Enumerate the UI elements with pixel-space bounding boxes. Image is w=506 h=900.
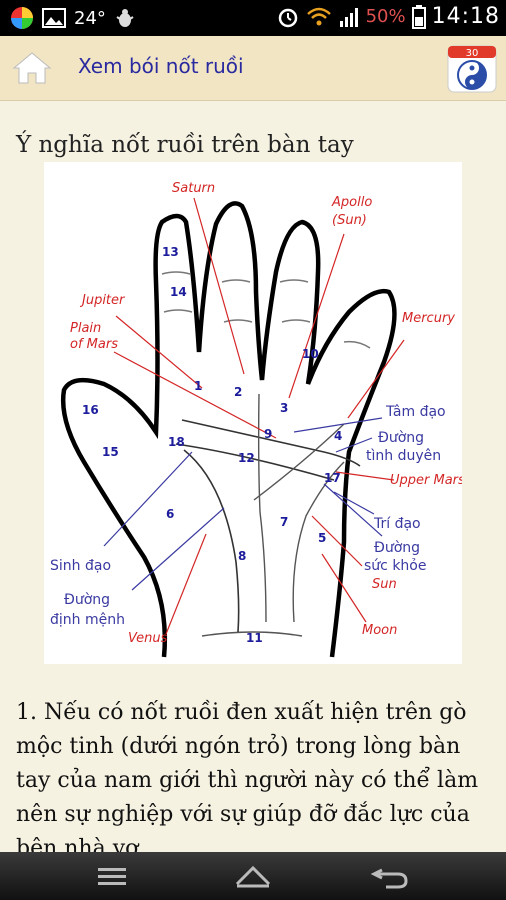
label-tinh-duyen: tình duyên	[366, 448, 441, 464]
label-apollo: Apollo	[331, 195, 372, 210]
label-mercury: Mercury	[402, 311, 455, 326]
number-12: 12	[238, 451, 255, 465]
number-3: 3	[280, 401, 288, 415]
label-saturn: Saturn	[172, 181, 215, 196]
number-4: 4	[334, 429, 342, 443]
bug-icon	[116, 9, 134, 27]
number-6: 6	[166, 507, 174, 521]
hand-outline	[61, 201, 397, 658]
number-2: 2	[234, 385, 242, 399]
home-outline-icon	[235, 865, 271, 888]
battery-icon	[411, 4, 426, 29]
number-5: 5	[318, 531, 326, 545]
number-9: 9	[264, 427, 272, 441]
number-13: 13	[162, 245, 179, 259]
number-8: 8	[238, 549, 246, 563]
temperature-text: 24°	[74, 7, 106, 29]
label-sun: Sun	[372, 577, 397, 592]
home-button[interactable]	[10, 50, 54, 86]
clock: 14:18	[431, 4, 500, 29]
article-paragraph: 1. Nếu có nốt ruồi đen xuất hiện trên gò…	[16, 700, 479, 852]
article-heading: Ý nghĩa nốt ruồi trên bàn tay	[16, 132, 354, 158]
label-duong-3: Đường	[64, 592, 110, 608]
label-venus: Venus	[128, 631, 168, 646]
number-1: 1	[194, 379, 202, 393]
signal-icon	[339, 7, 358, 27]
number-16: 16	[82, 403, 99, 417]
palm-diagram: Saturn Apollo (Sun) Jupiter Plain of Mar…	[44, 162, 465, 664]
label-sinh-dao: Sinh đạo	[50, 558, 111, 574]
label-suc-khoe: sức khỏe	[364, 558, 426, 574]
wifi-icon	[306, 7, 331, 25]
label-plain: Plain	[70, 321, 101, 336]
battery-percent: 50%	[365, 6, 406, 27]
color-wheel-icon	[11, 7, 33, 29]
number-15: 15	[102, 445, 119, 459]
home-icon	[12, 52, 52, 84]
label-tri-dao: Trí đạo	[373, 516, 421, 532]
number-7: 7	[280, 515, 288, 529]
back-icon	[370, 868, 408, 889]
back-button[interactable]	[360, 860, 420, 892]
number-10: 10	[302, 347, 319, 361]
label-tam-dao: Tâm đạo	[385, 404, 446, 420]
label-dinh-menh: định mệnh	[50, 612, 125, 628]
app-title: Xem bói nốt ruồi	[78, 54, 244, 78]
label-apollo-sun: (Sun)	[332, 213, 367, 228]
number-14: 14	[170, 285, 187, 299]
status-bar: 24° 50% 14:18	[0, 0, 506, 36]
label-duong-2: Đường	[374, 540, 420, 556]
label-duong-1: Đường	[378, 430, 424, 446]
alarm-icon	[278, 8, 297, 27]
label-moon: Moon	[362, 623, 397, 638]
app-icon[interactable]: 30	[446, 42, 498, 94]
image-icon	[42, 8, 66, 28]
app-bar: Xem bói nốt ruồi 30	[0, 36, 506, 101]
calendar-date: 30	[466, 48, 479, 59]
menu-button[interactable]	[82, 860, 142, 892]
label-jupiter: Jupiter	[79, 293, 126, 308]
home-nav-button[interactable]	[223, 860, 283, 892]
yin-yang-calendar-icon: 30	[447, 45, 497, 93]
number-17: 17	[324, 471, 341, 485]
label-of-mars: of Mars	[70, 337, 118, 352]
content-area[interactable]: Ý nghĩa nốt ruồi trên bàn tay	[0, 100, 506, 852]
menu-icon	[98, 868, 126, 885]
number-18: 18	[168, 435, 185, 449]
label-upper-mars: Upper Mars	[390, 473, 462, 488]
navigation-bar	[0, 852, 506, 900]
number-11: 11	[246, 631, 263, 645]
